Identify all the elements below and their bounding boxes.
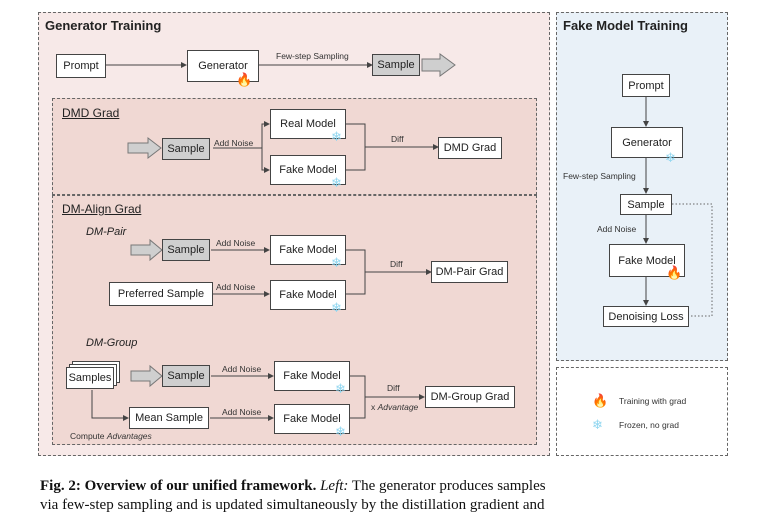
snowflake-icon: ❄	[331, 300, 342, 315]
dmd-sample-box: Sample	[162, 138, 210, 160]
connector-layer	[91, 53, 713, 421]
samples-box: Samples	[66, 367, 114, 389]
caption-text1: The generator produces samples	[348, 478, 546, 494]
compute-advantages-label: Compute Advantages	[70, 431, 152, 441]
dm-group-grad-output-box: DM-Group Grad	[425, 386, 515, 408]
sample-box-output: Sample	[372, 54, 420, 76]
legend-training-label: Training with grad	[619, 396, 687, 406]
pair-add-noise-label-1: Add Noise	[216, 238, 256, 248]
compute-advantages-prefix: Compute	[70, 431, 105, 441]
fake-model-training-title: Fake Model Training	[563, 18, 688, 33]
block-arrow-dmd-input	[127, 136, 162, 160]
dm-pair-grad-output-box: DM-Pair Grad	[431, 261, 508, 283]
compute-advantages-italic: Advantages	[106, 431, 152, 441]
dmd-fake-model-box: Fake Model	[270, 155, 346, 185]
legend-panel	[556, 367, 728, 456]
few-step-sampling-label: Few-step Sampling	[276, 51, 349, 61]
dmd-grad-title: DMD Grad	[62, 106, 120, 120]
pair-fake-model-box-1: Fake Model	[270, 235, 346, 265]
mean-sample-box: Mean Sample	[129, 407, 209, 429]
fm-prompt-box: Prompt	[622, 74, 670, 97]
pair-diff-label: Diff	[390, 259, 403, 269]
fm-sample-box: Sample	[620, 194, 672, 215]
fake-model-training-panel	[556, 12, 728, 361]
arrow-dmd-diff	[346, 123, 366, 171]
dm-group-title: DM-Group	[86, 337, 138, 349]
group-fake-model-box-2: Fake Model	[274, 404, 350, 434]
arrow-samples-mean	[91, 390, 129, 421]
block-arrow-group-input	[130, 364, 163, 388]
legend-frozen-label: Frozen, no grad	[619, 420, 680, 430]
group-add-noise-label-2: Add Noise	[222, 407, 262, 417]
fm-generator-box: Generator	[611, 127, 683, 158]
caption-line2: via few-step sampling and is updated sim…	[40, 497, 545, 513]
flame-icon: 🔥	[666, 265, 683, 280]
snowflake-icon: ❄	[335, 381, 346, 396]
x-advantage-label: x Advantage	[371, 402, 418, 412]
preferred-sample-box: Preferred Sample	[109, 282, 213, 306]
dmd-add-noise-label: Add Noise	[214, 138, 254, 148]
dm-pair-title: DM-Pair	[86, 226, 127, 238]
denoising-loss-box: Denoising Loss	[603, 306, 689, 327]
prompt-box: Prompt	[56, 54, 106, 78]
arrow-fm-sample-loss-dotted	[672, 203, 713, 317]
snowflake-icon: ❄	[331, 129, 342, 144]
snowflake-icon: ❄	[335, 424, 346, 439]
real-model-box: Real Model	[270, 109, 346, 139]
pair-add-noise-label-2: Add Noise	[216, 282, 256, 292]
arrow-pair-diff	[346, 249, 366, 295]
dm-align-grad-title: DM-Align Grad	[62, 202, 142, 216]
group-diff-label: Diff	[387, 383, 400, 393]
dmd-diff-label: Diff	[391, 134, 404, 144]
snowflake-icon: ❄	[331, 255, 342, 270]
arrow-dmd-to-fake	[261, 148, 270, 173]
group-sample-box: Sample	[162, 365, 210, 387]
figure-caption: Fig. 2: Overview of our unified framewor…	[40, 477, 730, 515]
generator-training-title: Generator Training	[45, 18, 162, 33]
x-advantage-italic: Advantage	[377, 402, 419, 412]
caption-left: Left:	[320, 478, 349, 494]
fm-fake-model-box: Fake Model	[609, 244, 685, 277]
arrow-dmd-to-real	[213, 121, 270, 149]
fm-add-noise-label: Add Noise	[597, 224, 637, 234]
snowflake-icon: ❄	[665, 150, 676, 165]
fm-few-step-sampling-label: Few-step Sampling	[563, 171, 636, 181]
generator-box: Generator	[187, 50, 259, 82]
group-fake-model-box-1: Fake Model	[274, 361, 350, 391]
block-arrow-pair-input	[130, 238, 163, 262]
snowflake-icon: ❄	[331, 175, 342, 190]
snowflake-icon: ❄	[592, 417, 603, 432]
caption-label: Fig. 2: Overview of our unified framewor…	[40, 478, 317, 494]
arrow-group-diff	[350, 375, 366, 419]
block-arrow-generator-output	[421, 53, 456, 77]
flame-icon: 🔥	[236, 72, 253, 87]
pair-fake-model-box-2: Fake Model	[270, 280, 346, 310]
group-add-noise-label-1: Add Noise	[222, 364, 262, 374]
flame-icon: 🔥	[592, 393, 609, 408]
pair-sample-box: Sample	[162, 239, 210, 261]
dmd-grad-output-box: DMD Grad	[438, 137, 502, 159]
x-advantage-prefix: x	[371, 402, 376, 412]
